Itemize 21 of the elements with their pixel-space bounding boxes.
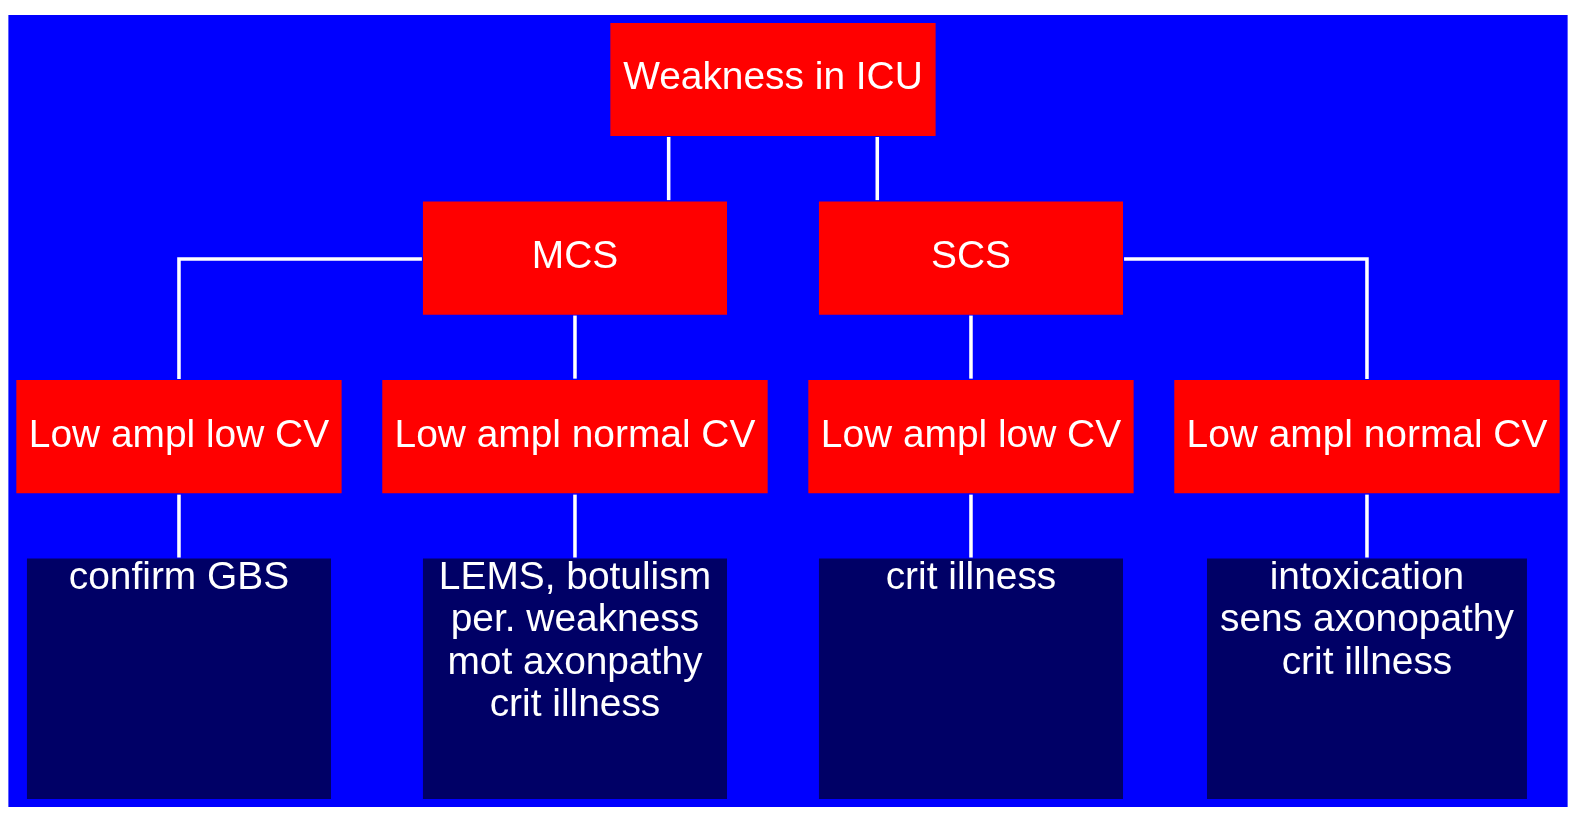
node-box: SCS — [817, 199, 1125, 316]
connector — [1124, 256, 1369, 379]
node-box: LEMS, botulism per. weakness mot axonpathy crit illness — [421, 556, 729, 801]
node-box: Weakness in ICU — [608, 20, 938, 138]
connector — [875, 136, 880, 200]
node-box: MCS — [421, 199, 729, 316]
connector — [969, 494, 973, 557]
connector — [573, 315, 577, 379]
connector — [969, 315, 973, 379]
connector — [1365, 494, 1369, 557]
connector — [666, 136, 671, 200]
connector — [177, 494, 181, 557]
connector — [177, 256, 422, 379]
connector — [573, 494, 577, 557]
node-box: Low ampl low CV — [14, 377, 344, 495]
node-box: Low ampl low CV — [806, 377, 1136, 495]
node-box: Low ampl normal CV — [380, 377, 770, 495]
node-box: confirm GBS — [25, 556, 333, 801]
node-box: Low ampl normal CV — [1172, 377, 1562, 495]
node-box: crit illness — [817, 556, 1125, 801]
node-box: intoxication sens axonopathy crit illness — [1205, 556, 1529, 801]
